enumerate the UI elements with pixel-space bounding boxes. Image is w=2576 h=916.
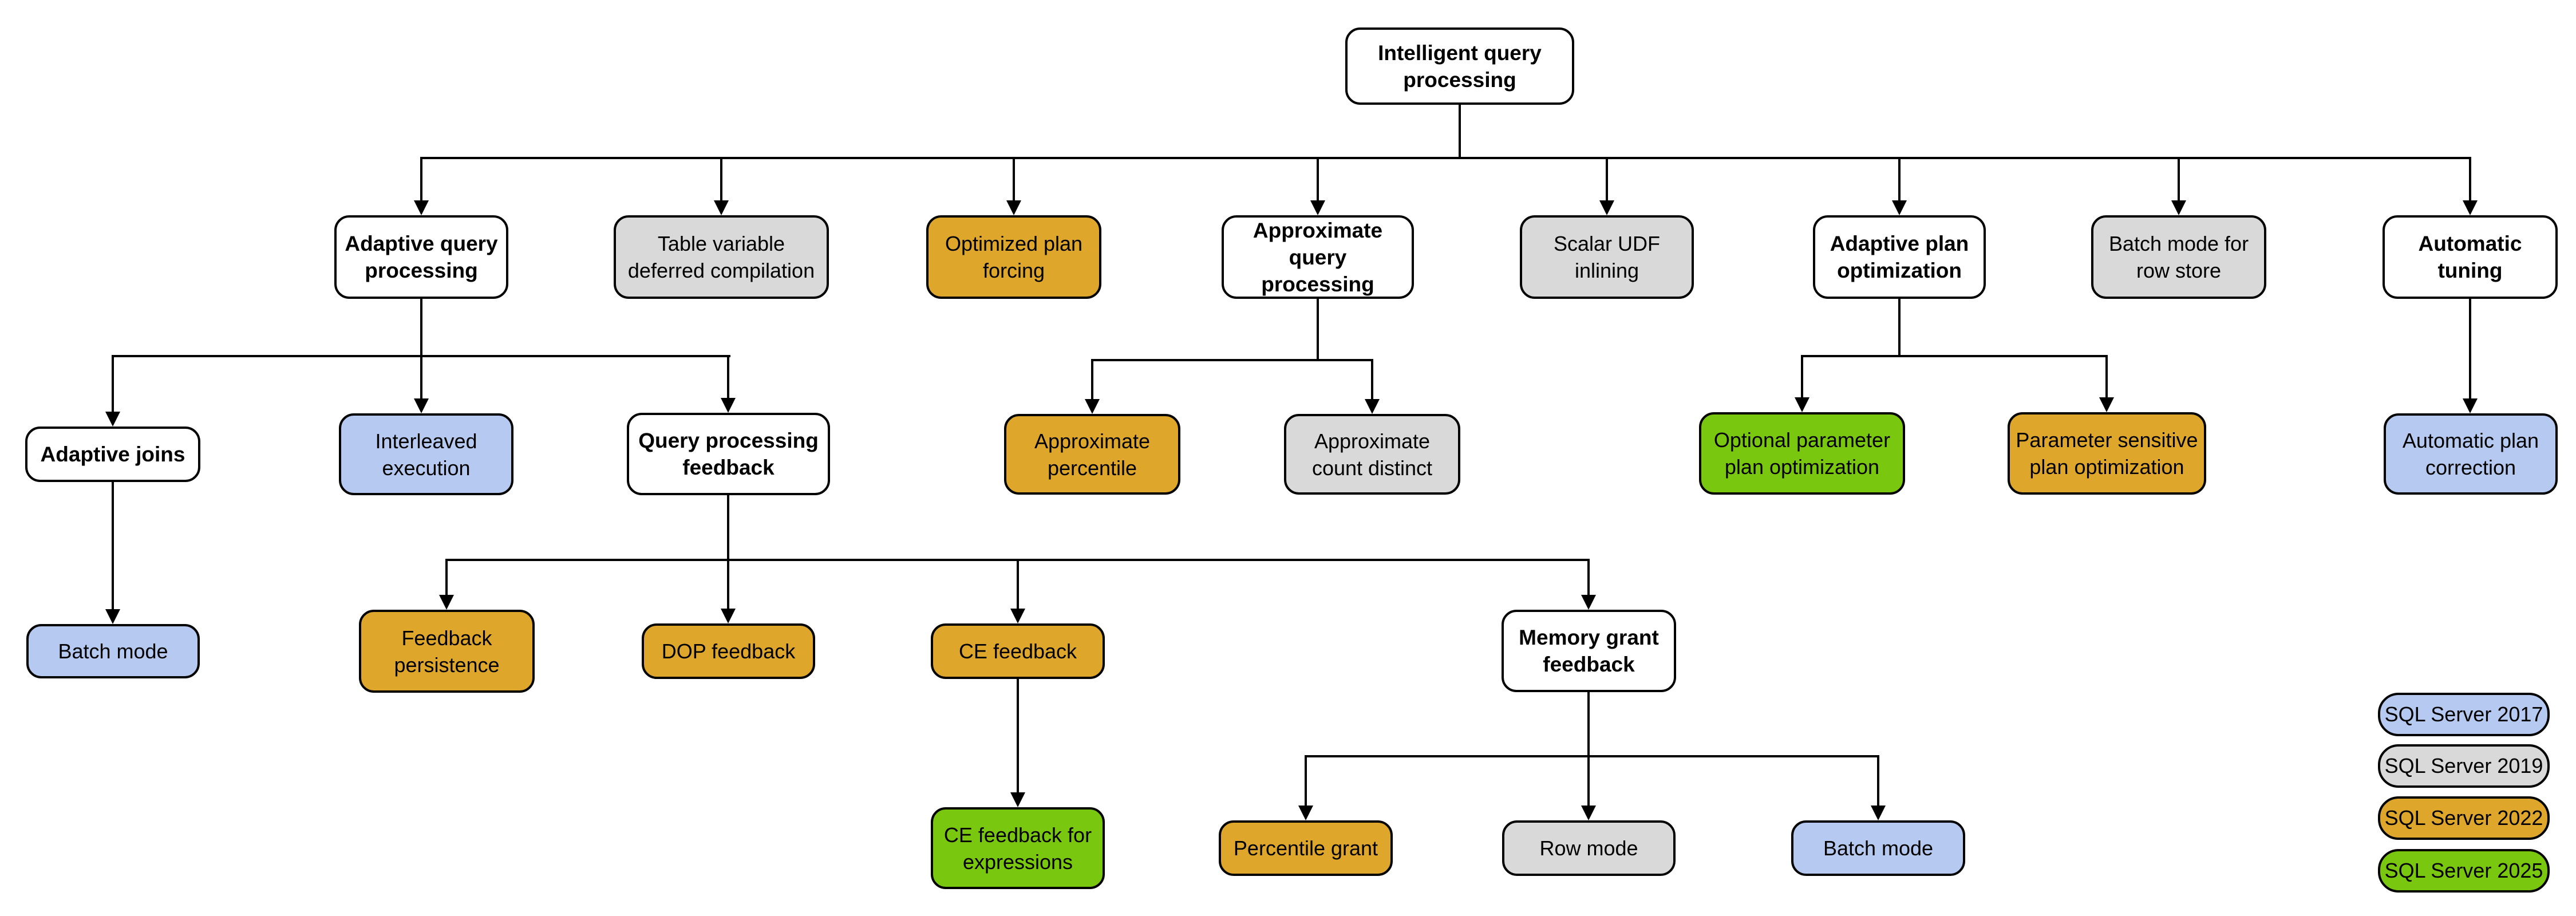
node-batch-mode-for-row-store: Batch mode for row store xyxy=(2091,215,2266,299)
connector-line xyxy=(1017,559,1019,609)
node-batch-mode-memory-grant: Batch mode xyxy=(1791,820,1965,876)
node-ce-feedback-for-expressions: CE feedback for expressions xyxy=(931,807,1105,889)
connector-arrow xyxy=(721,398,736,413)
node-automatic-plan-correction: Automatic plan correction xyxy=(2384,413,2558,495)
node-adaptive-joins: Adaptive joins xyxy=(25,427,200,482)
connector-line xyxy=(1091,359,1093,399)
node-adaptive-query-processing: Adaptive query processing xyxy=(334,215,508,299)
connector-arrow xyxy=(714,200,729,215)
connector-arrow xyxy=(1310,200,1325,215)
connector-arrow xyxy=(1795,397,1809,412)
connector-arrow xyxy=(1006,200,1021,215)
connector-line xyxy=(1091,359,1373,361)
node-batch-mode-adaptive-joins: Batch mode xyxy=(26,624,200,678)
node-percentile-grant: Percentile grant xyxy=(1219,820,1393,876)
node-parameter-sensitive-plan-optimization: Parameter sensitive plan optimization xyxy=(2008,412,2206,495)
connector-arrow xyxy=(1365,399,1380,414)
connector-arrow xyxy=(1581,595,1596,610)
connector-line xyxy=(2469,299,2471,398)
connector-arrow xyxy=(1298,806,1313,820)
connector-arrow xyxy=(2099,397,2114,412)
connector-line xyxy=(1017,679,1019,792)
connector-arrow xyxy=(414,398,429,413)
connector-arrow xyxy=(1599,200,1614,215)
node-optional-parameter-plan-optimization: Optional parameter plan optimization xyxy=(1699,412,1905,495)
connector-line xyxy=(2105,355,2108,397)
connector-line xyxy=(420,355,422,398)
connector-line xyxy=(1317,157,1319,200)
connector-line xyxy=(1317,299,1319,360)
connector-arrow xyxy=(1010,792,1025,807)
node-table-variable-deferred-compilation: Table variable deferred compilation xyxy=(614,215,829,299)
node-query-processing-feedback: Query processing feedback xyxy=(627,413,830,495)
connector-line xyxy=(1587,559,1590,595)
connector-line xyxy=(1305,755,1307,806)
connector-line xyxy=(1801,355,1803,397)
node-optimized-plan-forcing: Optimized plan forcing xyxy=(926,215,1101,299)
node-approximate-percentile: Approximate percentile xyxy=(1004,414,1180,495)
connector-arrow xyxy=(2463,200,2478,215)
connector-line xyxy=(1371,359,1373,399)
node-ce-feedback: CE feedback xyxy=(931,623,1105,679)
legend-sql-server-2022: SQL Server 2022 xyxy=(2378,796,2550,840)
node-memory-grant-feedback: Memory grant feedback xyxy=(1502,610,1676,692)
node-adaptive-plan-optimization: Adaptive plan optimization xyxy=(1813,215,1986,299)
connector-line xyxy=(727,559,729,609)
node-row-mode: Row mode xyxy=(1502,820,1676,876)
connector-arrow xyxy=(414,200,429,215)
connector-line xyxy=(2469,157,2471,200)
connector-arrow xyxy=(721,609,736,623)
connector-arrow xyxy=(2171,200,2186,215)
connector-arrow xyxy=(2463,398,2478,413)
node-intelligent-query-processing: Intelligent query processing xyxy=(1345,27,1574,105)
connector-line xyxy=(1898,157,1901,200)
connector-line xyxy=(1877,755,1879,806)
connector-line xyxy=(2178,157,2180,200)
connector-line xyxy=(1305,755,1879,757)
connector-arrow xyxy=(1085,399,1100,414)
connector-line xyxy=(112,482,114,609)
connector-arrow xyxy=(105,609,120,624)
connector-line xyxy=(420,299,422,357)
node-approximate-query-processing: Approximate query processing xyxy=(1222,215,1414,299)
legend-sql-server-2019: SQL Server 2019 xyxy=(2378,744,2550,788)
connector-arrow xyxy=(1581,806,1596,820)
connector-line xyxy=(1587,755,1590,806)
node-dop-feedback: DOP feedback xyxy=(642,623,815,679)
connector-line xyxy=(1606,157,1608,200)
legend-sql-server-2025: SQL Server 2025 xyxy=(2378,849,2550,893)
connector-line xyxy=(1587,692,1590,757)
connector-line xyxy=(1801,355,2108,357)
node-feedback-persistence: Feedback persistence xyxy=(359,610,535,693)
connector-line xyxy=(720,157,722,200)
connector-line xyxy=(112,355,114,412)
connector-line xyxy=(727,355,729,398)
connector-line xyxy=(1013,157,1015,200)
connector-arrow xyxy=(105,412,120,427)
connector-arrow xyxy=(1892,200,1907,215)
node-approximate-count-distinct: Approximate count distinct xyxy=(1284,414,1460,495)
connector-line xyxy=(727,495,729,561)
node-interleaved-execution: Interleaved execution xyxy=(339,413,513,495)
connector-line xyxy=(420,157,2471,159)
node-automatic-tuning: Automatic tuning xyxy=(2383,215,2558,299)
connector-line xyxy=(1459,105,1461,159)
node-scalar-udf-inlining: Scalar UDF inlining xyxy=(1520,215,1694,299)
connector-line xyxy=(420,157,422,200)
connector-line xyxy=(445,559,448,595)
connector-arrow xyxy=(439,595,454,610)
connector-line xyxy=(1898,299,1901,357)
legend-sql-server-2017: SQL Server 2017 xyxy=(2378,693,2550,736)
connector-arrow xyxy=(1871,806,1886,820)
connector-arrow xyxy=(1010,609,1025,623)
